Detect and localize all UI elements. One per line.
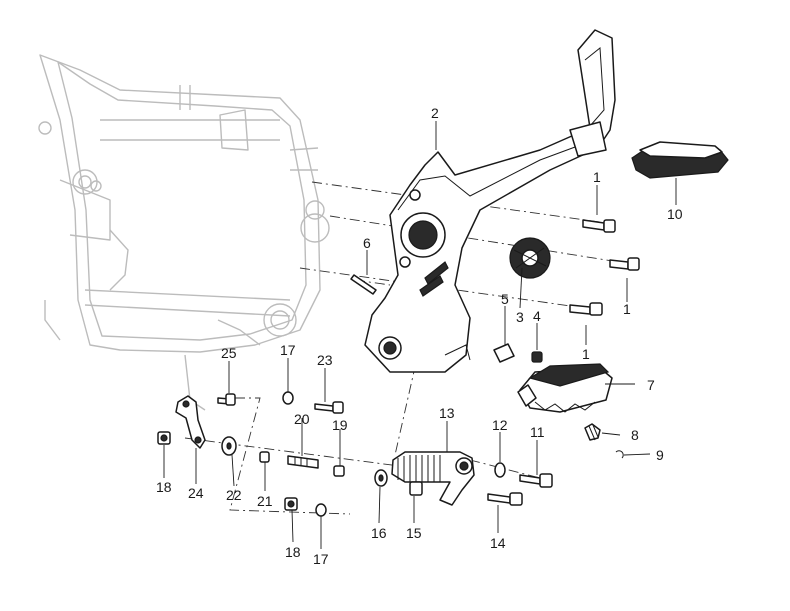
callout-14: 14 xyxy=(490,535,506,551)
nut-19 xyxy=(333,465,345,477)
passenger-footpeg xyxy=(517,363,613,413)
footrest-bracket xyxy=(364,29,616,373)
callout-1-upper: 1 xyxy=(593,169,601,185)
rider-footpeg xyxy=(631,141,729,179)
callout-19: 19 xyxy=(332,417,348,433)
callout-22: 22 xyxy=(226,487,242,503)
washer-22 xyxy=(221,436,237,456)
bolt-1-lower xyxy=(569,302,603,316)
callout-20: 20 xyxy=(294,411,310,427)
motorcycle-frame-outline xyxy=(38,54,330,411)
callout-8: 8 xyxy=(631,427,639,443)
callout-3: 3 xyxy=(516,309,524,325)
small-plate xyxy=(493,343,515,363)
washer-17-lower xyxy=(315,503,327,517)
bolt-25 xyxy=(217,393,236,406)
bolt-1-middle xyxy=(609,257,640,271)
callout-4: 4 xyxy=(533,308,541,324)
callout-17-upper: 17 xyxy=(280,342,296,358)
small-screw xyxy=(531,351,543,363)
callout-15: 15 xyxy=(406,525,422,541)
clip xyxy=(615,450,624,459)
callout-5: 5 xyxy=(501,291,509,307)
nut-18-upper xyxy=(157,431,171,445)
callout-13: 13 xyxy=(439,405,455,421)
bushing-15 xyxy=(409,481,423,496)
washer-16 xyxy=(374,469,388,487)
callout-10: 10 xyxy=(667,206,683,222)
callout-18-upper: 18 xyxy=(156,479,172,495)
callout-21: 21 xyxy=(257,493,273,509)
callout-16: 16 xyxy=(371,525,387,541)
callout-6: 6 xyxy=(363,235,371,251)
callout-7: 7 xyxy=(647,377,655,393)
bracket-cover xyxy=(509,237,551,279)
bolt-23 xyxy=(314,401,344,414)
callout-24: 24 xyxy=(188,485,204,501)
brake-pedal xyxy=(391,451,475,506)
pedal-bolt-14 xyxy=(487,492,523,506)
leader-lines xyxy=(163,121,677,549)
washer-17-upper xyxy=(282,391,294,405)
callout-25: 25 xyxy=(221,345,237,361)
callout-9: 9 xyxy=(656,447,664,463)
nut-21 xyxy=(259,451,270,463)
pin xyxy=(350,274,377,295)
callout-23: 23 xyxy=(317,352,333,368)
callout-17-lower: 17 xyxy=(313,551,329,567)
nut-18-lower xyxy=(284,497,298,511)
bolt-1-upper xyxy=(582,219,616,233)
pedal-bolt-11 xyxy=(519,473,553,488)
callout-12: 12 xyxy=(492,417,508,433)
callout-1-middle: 1 xyxy=(623,301,631,317)
callout-2: 2 xyxy=(431,105,439,121)
washer-12 xyxy=(494,462,506,478)
rod-20 xyxy=(287,455,319,469)
lever-arm-24 xyxy=(175,395,206,449)
spring xyxy=(584,423,601,441)
callout-18-lower: 18 xyxy=(285,544,301,560)
callout-1-lower: 1 xyxy=(582,346,590,362)
callout-11: 11 xyxy=(530,424,545,440)
